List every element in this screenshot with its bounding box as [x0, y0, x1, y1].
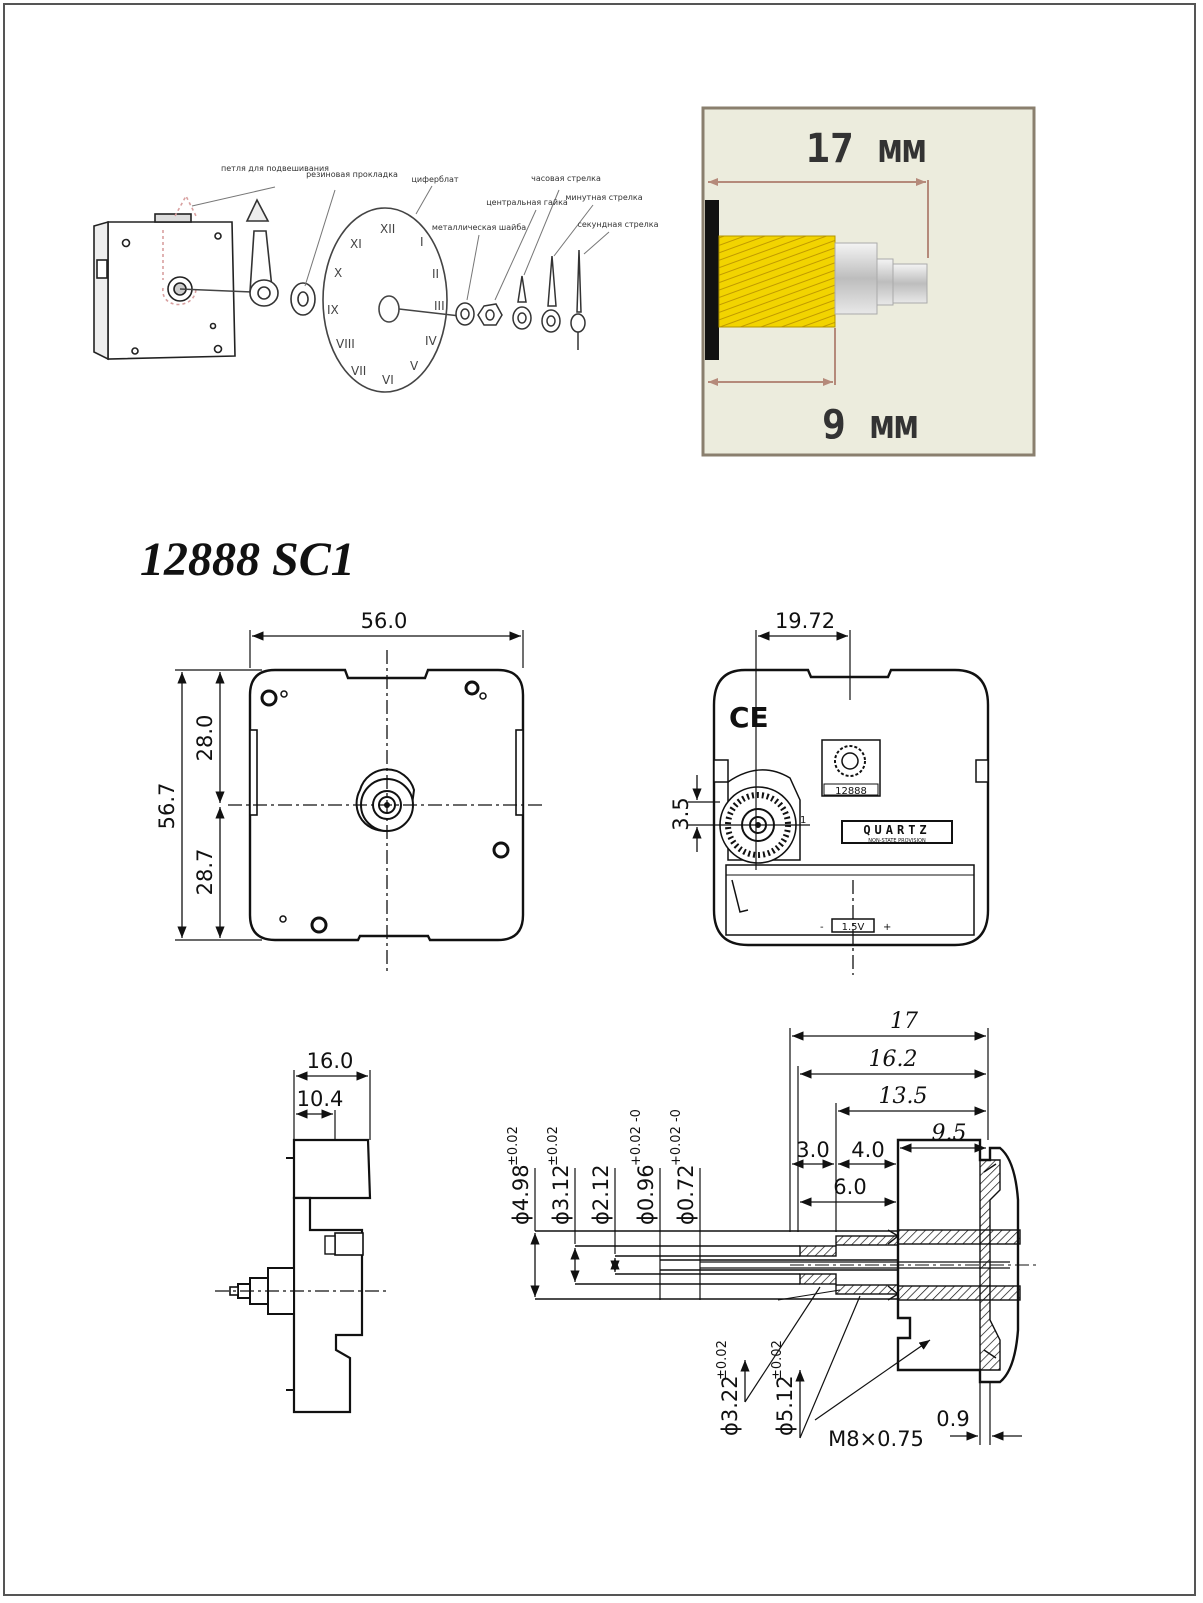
back-view: CE 12888 QUARTZ NON-STATE PROVISION 1 1.… — [669, 609, 990, 975]
movement-body — [93, 194, 253, 361]
front-upper-dim: 28.0 — [193, 715, 217, 762]
label-gasket: резиновая прокладка — [306, 170, 398, 179]
label-dial: циферблат — [411, 175, 458, 184]
photo-dim-17mm: 17 мм — [806, 126, 926, 172]
label-second-hand: секундная стрелка — [577, 220, 658, 229]
dia-0-72-tol: +0.02 -0 — [669, 1109, 684, 1166]
dia-3-22-tol: ±0.02 — [715, 1340, 730, 1380]
shaft-photo: 17 мм 9 мм — [701, 106, 1036, 457]
len-13-5-dim: 13.5 — [879, 1084, 928, 1109]
side-depth-dim: 16.0 — [307, 1049, 354, 1073]
sheet-border — [3, 3, 1196, 1596]
dia-3-12-dim: ϕ3.12 — [549, 1164, 573, 1225]
battery-voltage: 1.5V — [842, 922, 865, 933]
dia-0-96-tol: +0.02 -0 — [629, 1109, 644, 1166]
front-view: 56.0 56.7 28.0 28.7 — [155, 609, 545, 975]
shaft-section: 17 16.2 13.5 9.5 3.0 4.0 6.0 ϕ4.98 ±0.02… — [506, 1009, 1040, 1451]
numeral-vi: VI — [382, 373, 394, 387]
hour-hand — [512, 275, 532, 330]
numeral-x: X — [334, 266, 342, 280]
label-nut: центральная гайка — [486, 198, 568, 207]
len-17-dim: 17 — [890, 1009, 918, 1034]
battery-plus: + — [883, 922, 891, 933]
numeral-ix: IX — [327, 303, 339, 317]
dial-face: XII I II III IV V VI VII VIII IX X XI — [322, 207, 461, 393]
len-16-2-dim: 16.2 — [869, 1047, 918, 1072]
dia-0-72-dim: ϕ0.72 — [674, 1164, 698, 1225]
dia-3-22-dim: ϕ3.22 — [718, 1375, 742, 1436]
flange-dim: 0.9 — [936, 1407, 969, 1431]
len-6-dim: 6.0 — [833, 1175, 866, 1199]
rubber-gasket — [290, 282, 316, 316]
len-4-dim: 4.0 — [851, 1138, 884, 1162]
second-hand — [570, 249, 586, 350]
photo-dim-9mm: 9 мм — [822, 402, 918, 448]
leader-lines — [191, 185, 610, 301]
label-washer: металлическая шайба — [432, 223, 526, 232]
label-minute-hand: минутная стрелка — [565, 193, 642, 202]
ce-mark: CE — [729, 701, 769, 734]
numeral-ii: II — [432, 267, 439, 281]
logo-code: 12888 — [835, 786, 867, 797]
numeral-viii: VIII — [336, 337, 355, 351]
hanger-loop — [245, 198, 279, 307]
thread-dim: M8×0.75 — [828, 1427, 924, 1451]
dia-2-12-dim: ϕ2.12 — [589, 1164, 613, 1225]
numeral-iv: IV — [425, 334, 438, 348]
front-width-dim: 56.0 — [361, 609, 408, 633]
dia-5-12-tol: ±0.02 — [770, 1340, 785, 1380]
back-side-dim: 3.5 — [669, 797, 693, 830]
knob-arrow: 1 — [800, 815, 806, 826]
label-hour-hand: часовая стрелка — [531, 174, 601, 183]
numeral-v: V — [410, 359, 419, 373]
front-lower-dim: 28.7 — [193, 849, 217, 896]
back-offset-dim: 19.72 — [775, 609, 835, 633]
dia-3-12-tol: ±0.02 — [546, 1126, 561, 1166]
quartz-label: QUARTZ — [863, 823, 930, 837]
len-3-dim: 3.0 — [796, 1138, 829, 1162]
dia-4-98-tol: ±0.02 — [506, 1126, 521, 1166]
len-9-5-dim: 9.5 — [932, 1121, 967, 1146]
minute-hand — [541, 255, 561, 333]
side-body-dim: 10.4 — [297, 1087, 344, 1111]
dia-5-12-dim: ϕ5.12 — [773, 1375, 797, 1436]
small-parts — [455, 249, 586, 350]
front-height-dim: 56.7 — [155, 783, 179, 830]
model-title: 12888 SC1 — [140, 533, 355, 586]
numeral-iii: III — [434, 299, 445, 313]
numeral-i: I — [420, 235, 424, 249]
numeral-xii: XII — [380, 222, 395, 236]
dia-4-98-dim: ϕ4.98 — [509, 1164, 533, 1225]
battery-minus: - — [820, 922, 824, 933]
exploded-view: XII I II III IV V VI VII VIII IX X XI — [93, 164, 659, 393]
numeral-vii: VII — [351, 364, 366, 378]
numeral-xi: XI — [350, 237, 362, 251]
quartz-sub: NON-STATE PROVISION — [868, 838, 926, 844]
dia-0-96-dim: ϕ0.96 — [634, 1164, 658, 1225]
side-view: 16.0 10.4 — [215, 1049, 390, 1414]
label-hanger: петля для подвешивания — [221, 164, 329, 173]
